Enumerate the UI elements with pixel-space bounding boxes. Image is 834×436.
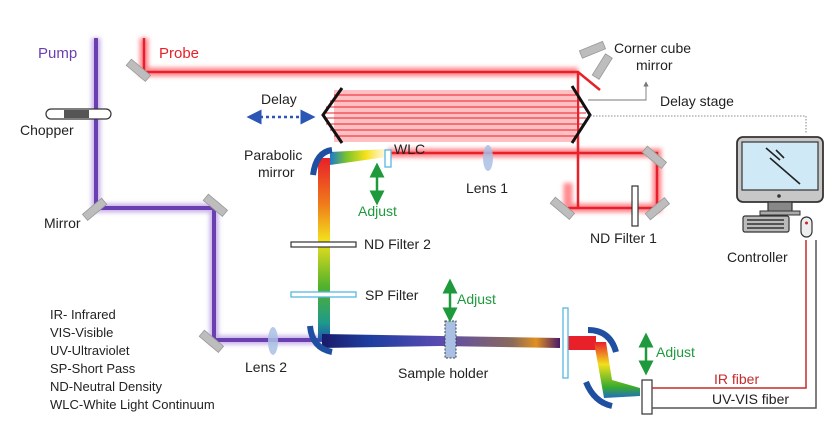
- adjust-label-detector: Adjust: [656, 344, 695, 360]
- white-light-beam-vertical: [318, 158, 330, 341]
- controller-label: Controller: [727, 249, 788, 265]
- chopper: [45, 108, 112, 120]
- parabolic-mirror-out-2: [583, 380, 613, 409]
- ir-fiber-label: IR fiber: [714, 371, 759, 387]
- delay-label: Delay: [261, 91, 297, 107]
- retroreflector-right: [570, 85, 592, 144]
- dispersed-beam: [594, 342, 640, 398]
- parabolic-mirror-bottom: [307, 325, 333, 355]
- mirror-label: Mirror: [44, 215, 81, 231]
- legend-item: ND-Neutral Density: [50, 379, 162, 394]
- parabolic-mirror-label-1: Parabolic: [244, 147, 302, 163]
- wlc-beam: [330, 149, 386, 165]
- delay-stage-link: [590, 115, 807, 134]
- sample-holder-label: Sample holder: [398, 365, 489, 381]
- lens-1-label: Lens 1: [466, 180, 508, 196]
- mirror-icons: [81, 40, 671, 353]
- parabolic-mirror-label-2: mirror: [258, 164, 295, 180]
- wlc-crystal: [384, 149, 392, 168]
- nd-filter-2-label: ND Filter 2: [364, 236, 431, 252]
- chopper-label: Chopper: [20, 122, 74, 138]
- keyboard-icon[interactable]: [742, 215, 790, 233]
- abbreviation-legend: IR- Infrared VIS-Visible UV-Ultraviolet …: [50, 307, 215, 412]
- legend-item: UV-Ultraviolet: [50, 343, 130, 358]
- mouse-icon[interactable]: [800, 216, 813, 238]
- detector: [641, 379, 653, 415]
- pump-label: Pump: [38, 45, 77, 62]
- retroreflector-left: [321, 87, 344, 144]
- probe-label: Probe: [159, 45, 199, 62]
- corner-cube-label-2: mirror: [636, 57, 673, 73]
- sample-beam: [322, 334, 560, 348]
- sample-holder[interactable]: [444, 320, 457, 359]
- mirror-nd-3: [644, 197, 671, 221]
- parabolic-mirror-out-1: [587, 327, 619, 353]
- lens-2: [268, 327, 278, 355]
- delay-stage-label: Delay stage: [660, 93, 734, 109]
- mirror-corner-1: [578, 40, 607, 59]
- legend-item: WLC-White Light Continuum: [50, 397, 215, 412]
- legend-item: IR- Infrared: [50, 307, 116, 322]
- nd-filter-1-label: ND Filter 1: [590, 230, 657, 246]
- adjust-label-wlc: Adjust: [358, 203, 397, 219]
- mirror-nd-2: [549, 196, 576, 220]
- parabolic-mirror-top: [310, 147, 333, 176]
- nd-filter-1: [631, 185, 639, 227]
- wlc-label: WLC: [394, 141, 425, 157]
- output-filter: [562, 307, 569, 379]
- delay-line-beams: [324, 90, 586, 142]
- lens-2-label: Lens 2: [245, 359, 287, 375]
- nd-filter-2: [290, 241, 357, 248]
- sp-filter-label: SP Filter: [365, 287, 419, 303]
- parabolic-mirrors: [307, 147, 619, 409]
- lens-1: [483, 145, 493, 171]
- uvvis-fiber-line: [652, 240, 817, 409]
- corner-cube-callout: [588, 81, 649, 101]
- transmitted-beam: [566, 336, 596, 350]
- mirror-pump-3: [198, 329, 225, 353]
- computer-icon[interactable]: [736, 136, 824, 216]
- legend-item: SP-Short Pass: [50, 361, 136, 376]
- corner-cube-label-1: Corner cube: [614, 40, 691, 56]
- legend-item: VIS-Visible: [50, 325, 113, 340]
- ir-fiber-line: [652, 240, 807, 389]
- mirror-pump-2: [202, 193, 229, 217]
- mirror-corner-2: [591, 53, 613, 80]
- mirror-probe-input: [125, 58, 152, 82]
- adjust-label-sample: Adjust: [457, 291, 496, 307]
- sp-filter: [290, 291, 357, 298]
- mirror-pump-1: [81, 197, 108, 221]
- uvvis-fiber-label: UV-VIS fiber: [712, 391, 789, 407]
- mirror-nd-1: [641, 145, 668, 169]
